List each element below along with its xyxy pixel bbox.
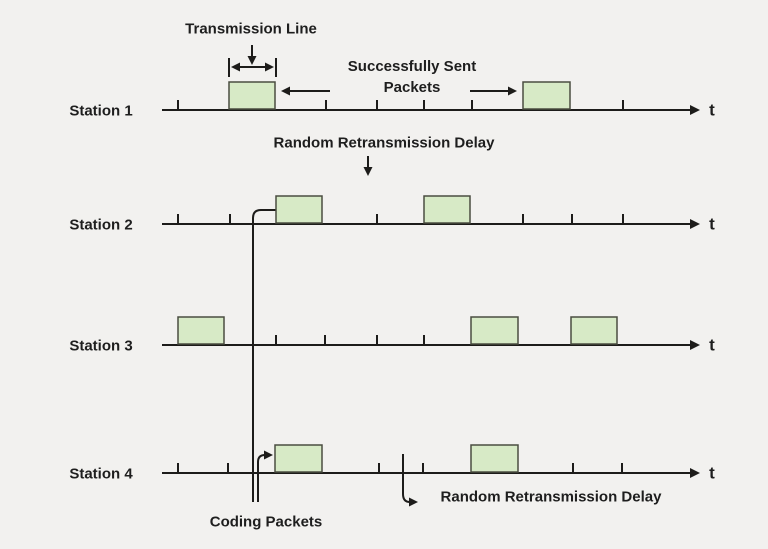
station-row <box>162 316 700 350</box>
packet <box>522 81 571 110</box>
coding-packets-line <box>252 209 276 502</box>
timeline-arrowhead-icon <box>690 105 700 115</box>
packet <box>470 444 519 473</box>
packet <box>177 316 225 345</box>
retransmission-delay-top-arrow-icon <box>363 156 373 176</box>
coding-packets-arrow-icon <box>257 450 273 502</box>
transmission-line-pointer-arrow-icon <box>247 45 257 65</box>
packet <box>570 316 618 345</box>
station-row <box>162 444 700 478</box>
timeline-arrowhead-icon <box>690 468 700 478</box>
successfully-sent-left-arrow-icon <box>281 86 330 96</box>
station-row <box>162 195 700 229</box>
packet <box>470 316 519 345</box>
packet <box>423 195 471 224</box>
packet <box>274 444 323 473</box>
transmission-line-measure-arrow-icon <box>228 58 277 77</box>
retransmission-delay-bottom-arrow-icon <box>402 454 418 507</box>
packet <box>228 81 276 110</box>
timeline-arrowhead-icon <box>690 340 700 350</box>
successfully-sent-right-arrow-icon <box>470 86 517 96</box>
stations-group <box>162 81 700 478</box>
timeline-arrowhead-icon <box>690 219 700 229</box>
station-row <box>162 81 700 115</box>
packet <box>275 195 323 224</box>
